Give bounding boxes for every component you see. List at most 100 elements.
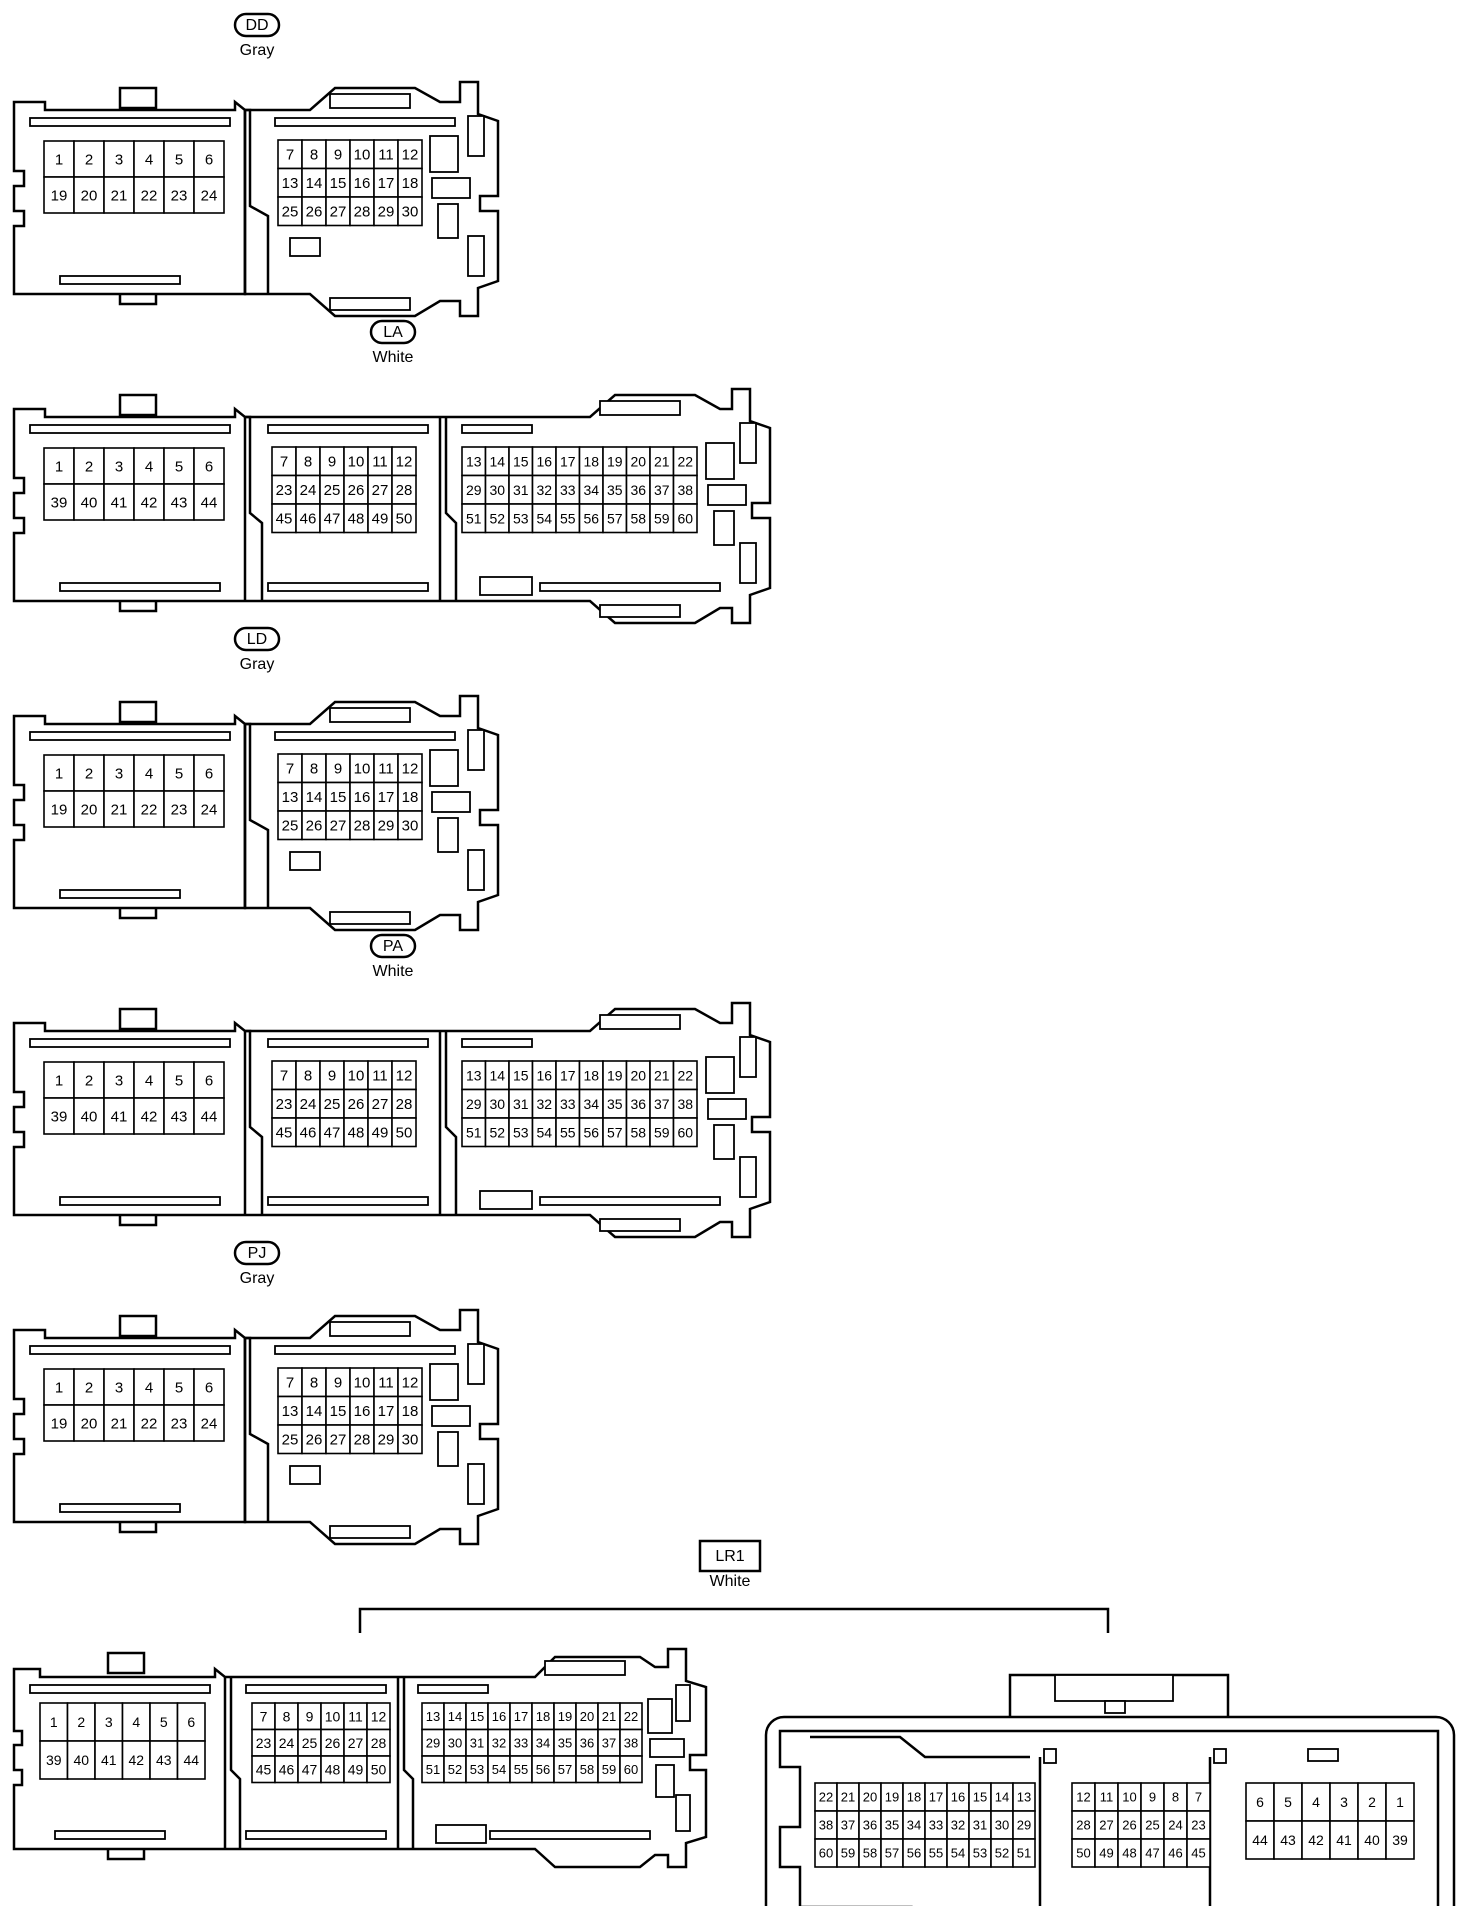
- pin-cell: [373, 753, 399, 784]
- pin-number: 14: [448, 1709, 462, 1724]
- key-slot: [437, 1431, 459, 1467]
- key-slot: [705, 442, 735, 480]
- pin-cell: [133, 1097, 165, 1135]
- pin-number: 58: [863, 1846, 877, 1861]
- pin-cell: [271, 503, 297, 534]
- pin-cell: [325, 167, 351, 198]
- pin-cell: [349, 1424, 375, 1455]
- rail: [539, 1196, 721, 1206]
- pin-cell: [367, 1088, 393, 1119]
- pin-number: 15: [330, 789, 347, 806]
- pin-number: 36: [630, 1096, 646, 1112]
- pin-number: 48: [348, 1125, 365, 1142]
- pin-number: 58: [630, 1124, 646, 1140]
- pin-number: 42: [141, 1108, 158, 1125]
- key-slot: [429, 1363, 459, 1401]
- pin-number: 22: [141, 801, 158, 818]
- top-latch: [118, 1314, 158, 1338]
- pin-number: 6: [205, 151, 213, 168]
- pin-number: 24: [201, 187, 218, 204]
- pin-number: 9: [306, 1708, 314, 1724]
- divider: [438, 417, 458, 601]
- pin-number: 15: [513, 1067, 529, 1083]
- pin-number: 13: [466, 1067, 482, 1083]
- pin-number: 24: [1168, 1818, 1182, 1833]
- pin-number: 3: [115, 151, 123, 168]
- pin-cell: [397, 753, 423, 784]
- pin-cell: [43, 790, 75, 828]
- connector-id-badge: [698, 1539, 762, 1573]
- pin-number: 53: [513, 1124, 529, 1140]
- pin-number: 17: [514, 1709, 528, 1724]
- pin-number: 19: [558, 1709, 572, 1724]
- pin-cell: [366, 1755, 391, 1784]
- key-slot: [675, 1794, 691, 1832]
- pin-number: 30: [402, 818, 419, 835]
- pin-cell: [193, 483, 225, 521]
- pin-number: 20: [630, 1067, 646, 1083]
- pin-number: 57: [885, 1846, 899, 1861]
- pin-number: 12: [371, 1708, 387, 1724]
- connector-id-badge: [369, 933, 417, 959]
- key-slot: [431, 177, 471, 199]
- pin-cell: [1245, 1820, 1275, 1860]
- pin-number: 16: [354, 789, 371, 806]
- pin-cell: [73, 1368, 105, 1406]
- top-latch: [118, 700, 158, 724]
- key-slot: [739, 1156, 757, 1198]
- rail: [245, 1684, 387, 1694]
- pin-number: 3: [115, 1072, 123, 1089]
- pin-number: 51: [1017, 1846, 1031, 1861]
- pin-cell: [103, 754, 135, 792]
- key-slot: [713, 510, 735, 546]
- pin-number: 6: [205, 765, 213, 782]
- pin-number: 2: [77, 1714, 85, 1730]
- pin-number: 6: [187, 1714, 195, 1730]
- pin-number: 7: [286, 761, 294, 778]
- pin-cell: [295, 1117, 321, 1148]
- pin-cell: [325, 1367, 351, 1398]
- connector-id-badge: [233, 12, 281, 38]
- pin-number: 59: [602, 1762, 616, 1777]
- pin-cell: [277, 196, 303, 227]
- key-slot: [479, 576, 533, 596]
- pin-number: 11: [348, 1708, 363, 1724]
- pin-number: 27: [1099, 1818, 1113, 1833]
- pin-number: 4: [132, 1714, 140, 1730]
- pin-number: 23: [171, 187, 188, 204]
- pin-number: 18: [402, 175, 419, 192]
- pin-number: 7: [280, 1068, 288, 1085]
- pin-number: 31: [470, 1735, 484, 1750]
- pin-number: 48: [1122, 1846, 1136, 1861]
- pin-number: 21: [841, 1790, 855, 1805]
- pin-cell: [391, 503, 417, 534]
- pin-number: 21: [111, 187, 128, 204]
- pin-cell: [397, 196, 423, 227]
- pin-number: 54: [536, 510, 552, 526]
- pin-number: 33: [929, 1818, 943, 1833]
- pin-cell: [619, 1755, 643, 1784]
- rail: [59, 889, 181, 899]
- pin-number: 14: [489, 453, 505, 469]
- pin-number: 26: [325, 1735, 341, 1751]
- pin-number: 25: [1145, 1818, 1159, 1833]
- pin-cell: [43, 483, 75, 521]
- connector-id-badge: [369, 319, 417, 345]
- pin-number: 30: [489, 482, 505, 498]
- pin-cell: [133, 176, 165, 214]
- pin-number: 51: [426, 1762, 440, 1777]
- pin-number: 3: [115, 458, 123, 475]
- rail: [329, 1321, 411, 1337]
- pin-cell: [133, 1404, 165, 1442]
- pin-number: 19: [51, 1415, 68, 1432]
- pin-number: 38: [624, 1735, 638, 1750]
- pin-cell: [39, 1702, 69, 1742]
- pin-number: 11: [372, 454, 388, 471]
- pin-number: 28: [1076, 1818, 1090, 1833]
- pin-number: 9: [334, 1375, 342, 1392]
- pin-cell: [325, 1395, 351, 1426]
- pin-number: 45: [256, 1761, 272, 1777]
- pin-number: 39: [1392, 1832, 1408, 1848]
